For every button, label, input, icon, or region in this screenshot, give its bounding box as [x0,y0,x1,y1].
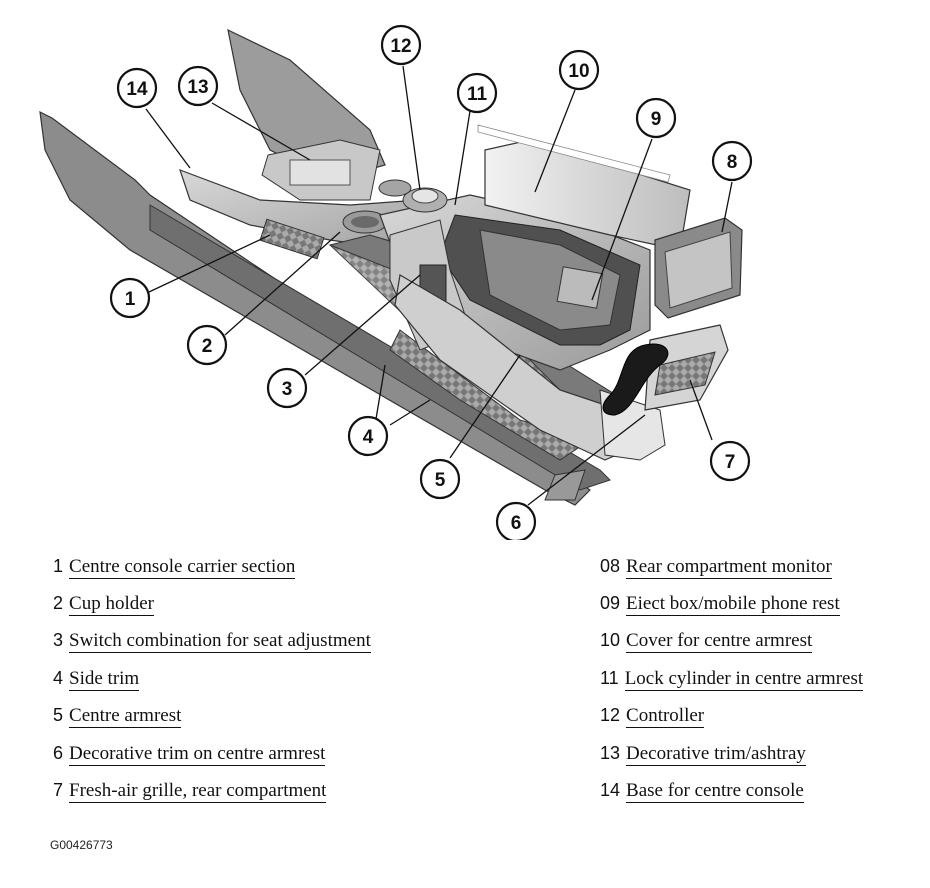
callout-1-label: 1 [125,289,136,310]
legend-text: Side trim [69,668,140,691]
legend-num: 11 [600,668,619,688]
legend-text: Decorative trim/ashtray [626,743,806,766]
callout-1: 1 [109,277,151,319]
legend-text: Switch combination for seat adjustment [69,630,371,653]
callout-9: 9 [635,97,677,139]
legend-text: Lock cylinder in centre armrest [624,668,864,691]
callout-8: 8 [711,140,753,182]
callout-4-label: 4 [363,427,374,448]
legend-num: 4 [53,668,64,688]
callout-2: 2 [186,324,228,366]
leader-lines [145,65,733,506]
legend-text: Eiect box/mobile phone rest [626,593,840,616]
callout-3: 3 [266,367,308,409]
callout-7: 7 [709,440,751,482]
callout-5-label: 5 [435,470,446,491]
callout-2-label: 2 [202,336,213,357]
legend-num: 5 [53,705,64,725]
callout-7-label: 7 [725,452,736,473]
rear-grille-drawing [644,324,729,411]
legend-num: 6 [53,743,64,763]
legend-num: 1 [53,556,64,576]
legend-num: 7 [53,780,64,800]
callout-9-label: 9 [651,109,662,130]
legend-num: 13 [600,743,621,763]
legend-num: 2 [53,593,64,613]
centre-console-illustration: 1 2 3 4 5 6 7 8 9 10 11 12 [39,24,753,540]
legend-num: 10 [600,630,621,650]
callout-14-label: 14 [126,79,148,100]
callout-10-label: 10 [568,61,589,82]
trim-clip-drawing [544,469,586,501]
ashtray-lid-drawing [227,28,386,201]
legend-text: Fresh-air grille, rear compartment [69,780,327,803]
legend-num: 3 [53,630,64,650]
rear-monitor-drawing [602,217,743,416]
callout-6-label: 6 [511,513,522,534]
callout-14: 14 [116,67,158,109]
callout-10: 10 [558,49,600,91]
callout-11-label: 11 [467,84,488,105]
callout-8-label: 8 [727,152,738,173]
legend-text: Decorative trim on centre armrest [69,743,326,766]
legend-num: 08 [600,556,621,576]
callout-12: 12 [380,24,422,66]
legend-text: Controller [626,705,705,728]
callout-12-label: 12 [390,36,411,57]
legend-text: Centre armrest [69,705,182,728]
legend-num: 14 [600,780,621,800]
callout-13-label: 13 [187,77,208,98]
legend-text: Base for centre console [626,780,804,803]
callout-6: 6 [495,501,537,540]
callout-13: 13 [177,65,219,107]
legend-text: Centre console carrier section [69,556,296,579]
callout-5: 5 [419,458,461,500]
legend-num: 09 [600,593,621,613]
legend-text: Rear compartment monitor [626,556,832,579]
callout-3-label: 3 [282,379,293,400]
legend-text: Cup holder [69,593,154,616]
legend-text: Cover for centre armrest [626,630,813,653]
callout-11: 11 [456,72,498,114]
callout-4: 4 [347,415,389,457]
figure-code: G00426773 [50,838,113,852]
legend-num: 12 [600,705,621,725]
